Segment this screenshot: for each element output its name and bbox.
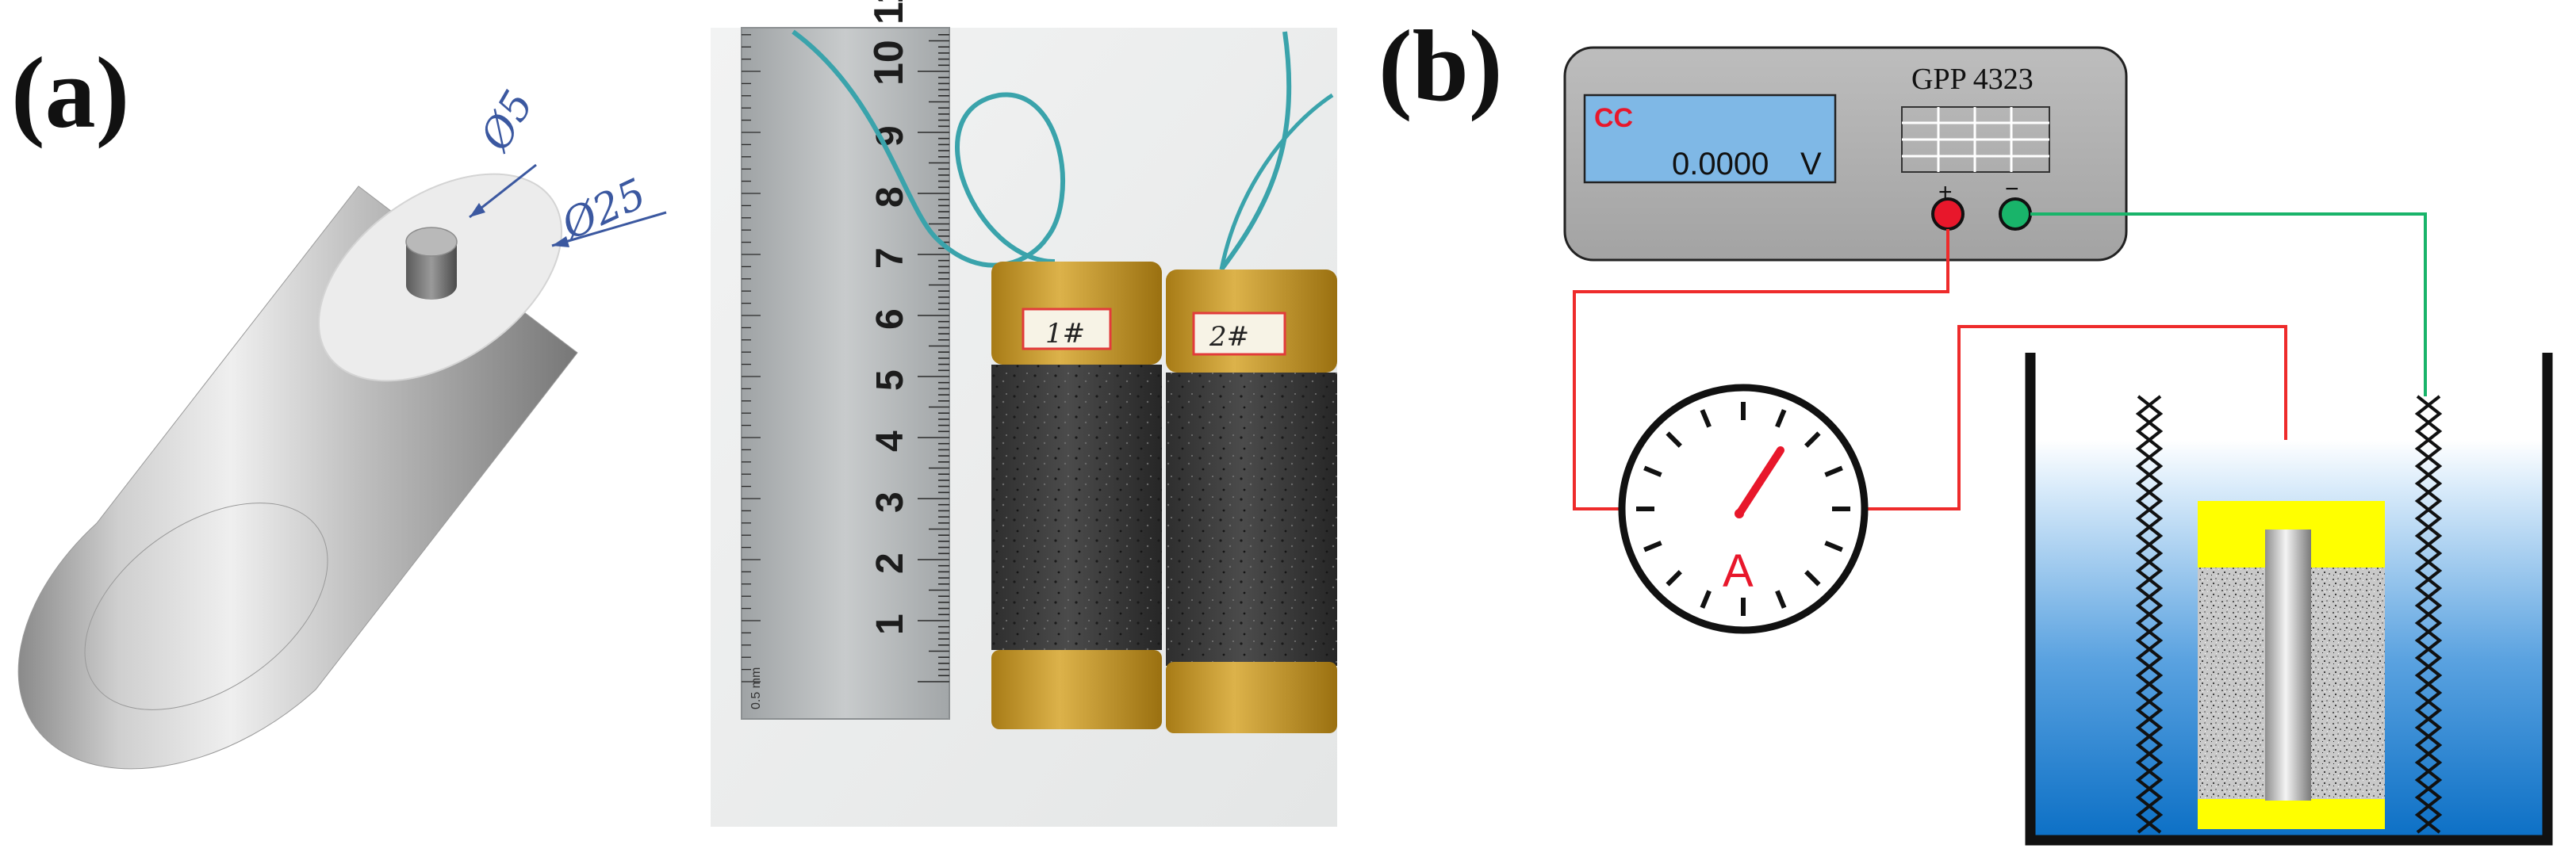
steel-ruler bbox=[741, 27, 950, 720]
epoxy-bottom bbox=[2198, 799, 2385, 829]
cylinder-model bbox=[17, 173, 578, 770]
specimen-1-tag: 1# bbox=[1045, 318, 1085, 350]
keypad-grid bbox=[1901, 106, 2050, 173]
panel-a-label: (a) bbox=[11, 36, 129, 149]
ruler-number: 7 bbox=[869, 247, 911, 269]
wire-negative-to-mesh bbox=[2030, 212, 2427, 396]
display-reading: 0.0000 bbox=[1672, 147, 1769, 182]
steel-rod bbox=[2265, 529, 2311, 801]
panel-b-label: (b) bbox=[1378, 10, 1502, 122]
wire-ammeter-to-rod bbox=[1865, 325, 2287, 529]
ruler-number: 10 bbox=[866, 40, 912, 86]
ruler-number: 11 bbox=[866, 0, 912, 25]
positive-terminal[interactable] bbox=[1931, 197, 1965, 231]
negative-symbol: − bbox=[2005, 176, 2019, 202]
ammeter-tick bbox=[1666, 570, 1682, 587]
specimen-2: 2# bbox=[1166, 270, 1337, 733]
display-unit: V bbox=[1800, 147, 1822, 182]
ammeter-tick bbox=[1700, 409, 1712, 428]
model-label: GPP 4323 bbox=[1911, 63, 2034, 96]
ruler-ticks bbox=[742, 33, 949, 682]
negative-terminal[interactable] bbox=[1999, 197, 2032, 231]
specimen-1: 1# bbox=[991, 262, 1162, 729]
display-screen bbox=[1583, 94, 1837, 184]
mesh-wire bbox=[2414, 395, 2443, 834]
ruler-unit: 0.5 mm bbox=[749, 667, 763, 709]
ammeter-tick bbox=[1824, 465, 1843, 477]
ruler-number: 5 bbox=[869, 369, 911, 391]
panel-b: (b) CC 0.0000 V GPP 4323 + − bbox=[1378, 10, 2553, 846]
ammeter-pivot bbox=[1735, 509, 1744, 518]
ruler-number: 8 bbox=[869, 186, 911, 208]
ammeter-tick bbox=[1643, 465, 1662, 477]
ammeter-tick bbox=[1775, 409, 1787, 428]
ammeter-tick bbox=[1700, 590, 1712, 609]
ruler-number: 6 bbox=[869, 308, 911, 330]
mesh-electrode-left bbox=[2135, 395, 2164, 834]
ammeter-tick bbox=[1824, 541, 1843, 552]
ruler-number: 2 bbox=[869, 552, 911, 574]
tank-specimen bbox=[2198, 501, 2385, 829]
power-supply: CC 0.0000 V GPP 4323 + − bbox=[1563, 46, 2128, 262]
mesh-electrode-right bbox=[2414, 395, 2443, 834]
display-mode: CC bbox=[1594, 103, 1633, 133]
ammeter: A bbox=[1618, 384, 1869, 634]
ruler-number: 1 bbox=[869, 614, 911, 635]
wire-specimen-1 bbox=[792, 29, 1065, 268]
wire-tail bbox=[1219, 93, 1334, 270]
tank-walls bbox=[2025, 353, 2553, 846]
ruler-number: 3 bbox=[869, 491, 911, 513]
center-pin-top bbox=[405, 227, 458, 257]
specimen-2-tag: 2# bbox=[1209, 321, 1249, 353]
ammeter-tick bbox=[1666, 431, 1682, 448]
water-tank bbox=[2025, 353, 2553, 846]
dim-small-label: Ø5 bbox=[471, 83, 543, 160]
ammeter-tick bbox=[1804, 570, 1821, 587]
mesh-wire bbox=[2135, 395, 2164, 834]
dim-large-label: Ø25 bbox=[554, 170, 654, 250]
ammeter-needle bbox=[1735, 446, 1784, 518]
ammeter-label: A bbox=[1723, 545, 1754, 597]
wire-positive-to-ammeter bbox=[1573, 229, 1949, 510]
ammeter-tick bbox=[1804, 431, 1821, 448]
ruler-number: 4 bbox=[869, 430, 911, 452]
cylinder-bottom-edge bbox=[84, 503, 328, 710]
wire-specimen-2 bbox=[1219, 31, 1292, 271]
ammeter-tick bbox=[1775, 590, 1787, 609]
ammeter-ticks bbox=[1636, 402, 1850, 616]
ammeter-tick bbox=[1643, 541, 1662, 552]
circuit-wires bbox=[1573, 212, 2427, 529]
center-pin bbox=[406, 242, 457, 300]
